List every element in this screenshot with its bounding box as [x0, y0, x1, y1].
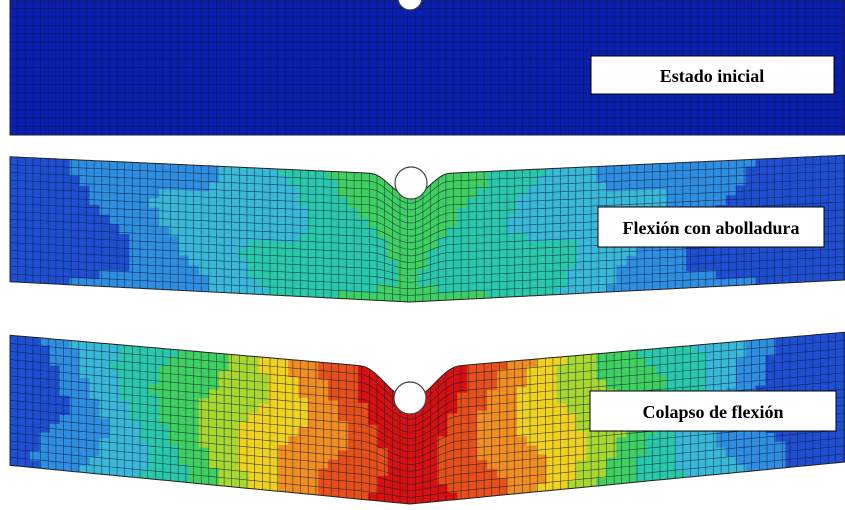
label-bending-collapse-text: Colapso de flexión	[642, 402, 783, 422]
label-bending-dent: Flexión con abolladura	[597, 206, 825, 248]
beam-bending-dent	[9, 154, 845, 303]
loading-roller-middle	[394, 166, 428, 200]
beam-outline-initial	[9, 0, 845, 136]
label-initial-state: Estado inicial	[590, 55, 835, 95]
beam-body-initial	[10, 0, 845, 135]
beam-initial	[9, 0, 845, 136]
panel-bending-dent: Flexión con abolladura	[9, 154, 845, 303]
panel-bending-collapse: Colapso de flexión	[9, 331, 845, 505]
beam-outline-dent	[9, 154, 845, 303]
label-bending-collapse: Colapso de flexión	[589, 390, 837, 432]
beam-body-dent	[10, 155, 845, 302]
loading-roller-bottom	[393, 381, 427, 415]
panel-initial-state: Estado inicial	[9, 0, 845, 136]
label-initial-state-text: Estado inicial	[660, 66, 765, 86]
label-bending-dent-text: Flexión con abolladura	[622, 218, 799, 238]
beam-outline-collapse	[9, 331, 845, 505]
loading-roller-top	[397, 0, 423, 11]
